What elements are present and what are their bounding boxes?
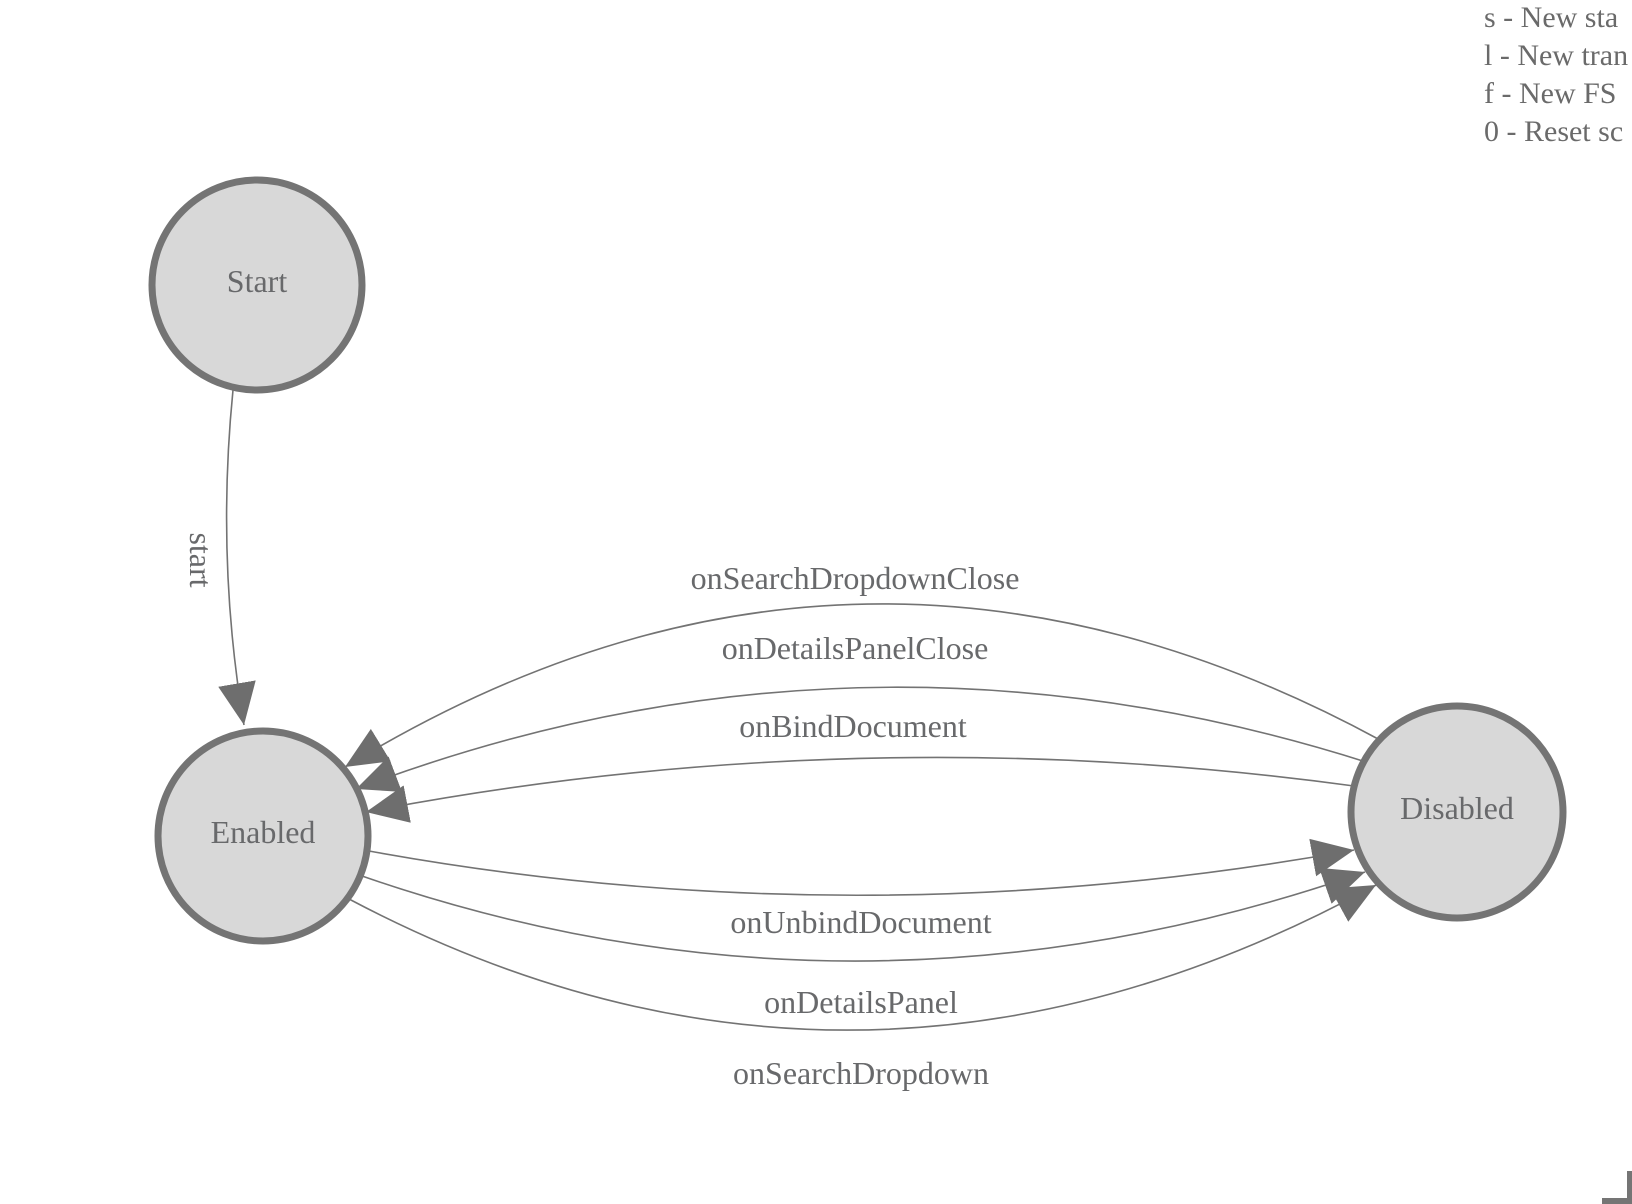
- edge-label-onbinddocument: onBindDocument: [739, 708, 967, 744]
- legend-line-new-fsm: f - New FS: [1484, 77, 1617, 110]
- edge-label-onsearchdropdownclose: onSearchDropdownClose: [691, 560, 1020, 596]
- edge-enabled-to-disabled-ondetailspanel[interactable]: [361, 867, 1366, 962]
- node-disabled[interactable]: Disabled: [1347, 702, 1567, 922]
- edge-label-start: start: [183, 532, 219, 587]
- node-disabled-label: Disabled: [1400, 790, 1514, 826]
- node-start[interactable]: Start: [148, 176, 366, 394]
- edge-start-to-enabled[interactable]: [218, 389, 256, 726]
- canvas-corner-vertical: [1627, 1171, 1632, 1204]
- node-start-label: Start: [227, 263, 288, 299]
- node-enabled-label: Enabled: [211, 814, 316, 850]
- legend-line-reset: 0 - Reset sc: [1484, 115, 1623, 148]
- edge-disabled-to-enabled-onsearchdropdownclose[interactable]: [344, 603, 1381, 768]
- node-enabled-circle[interactable]: [154, 727, 372, 945]
- canvas-corner-horizontal: [1602, 1198, 1632, 1204]
- edge-label-onsearchdropdown: onSearchDropdown: [733, 1055, 989, 1091]
- edge-disabled-to-enabled-ondetailspanelclose[interactable]: [355, 686, 1367, 792]
- edge-enabled-to-disabled-onunbinddocument[interactable]: [368, 838, 1355, 897]
- shortcut-legend: s - New sta l - New tran f - New FS 0 - …: [1484, 1, 1628, 148]
- edge-enabled-to-disabled-onsearchdropdown[interactable]: [348, 884, 1377, 1031]
- legend-line-new-state: s - New sta: [1484, 1, 1618, 34]
- canvas-corner-bracket: [1602, 1171, 1632, 1204]
- edge-labels: start onSearchDropdownClose onDetailsPan…: [183, 532, 1019, 1091]
- node-disabled-circle[interactable]: [1347, 702, 1567, 922]
- edge-disabled-to-enabled-onbinddocument[interactable]: [365, 756, 1355, 823]
- edge-label-ondetailspanelclose: onDetailsPanelClose: [722, 630, 989, 666]
- legend-line-new-transition: l - New tran: [1484, 39, 1628, 72]
- edge-label-ondetailspanel: onDetailsPanel: [764, 984, 958, 1020]
- node-start-circle[interactable]: [148, 176, 366, 394]
- edge-label-onunbinddocument: onUnbindDocument: [730, 904, 991, 940]
- edges: [218, 389, 1381, 1031]
- node-enabled[interactable]: Enabled: [154, 727, 372, 945]
